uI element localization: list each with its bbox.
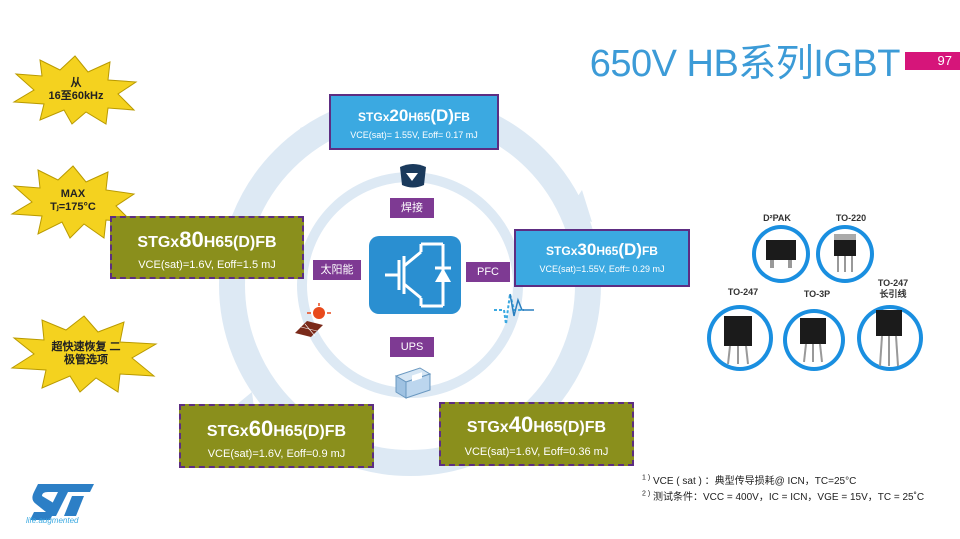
- product-stgx30[interactable]: STGx30H65(D)FB VCE(sat)=1.55V, Eoff= 0.2…: [514, 229, 690, 287]
- app-pfc-label: PFC: [466, 262, 510, 282]
- page-title: 650V HB系列IGBT: [589, 43, 901, 85]
- welding-icon: [400, 164, 426, 188]
- ups-device-icon: [394, 367, 432, 399]
- starburst-frequency: [12, 55, 138, 125]
- product-stgx60[interactable]: STGx60H65(D)FB VCE(sat)=1.6V, Eoff=0.9 m…: [179, 404, 374, 468]
- solar-panel-icon: [295, 303, 331, 337]
- product-stgx40[interactable]: STGx40H65(D)FB VCE(sat)=1.6V, Eoff=0.36 …: [439, 402, 634, 466]
- starburst-diode: [10, 315, 158, 393]
- star-diode-text: 超快速恢复 二 极管选项: [51, 341, 121, 366]
- pkg-to247-long-label: TO-247 长引线: [877, 278, 909, 299]
- packages-graphic: [707, 225, 923, 371]
- pkg-d2pak-label: D²PAK: [763, 213, 791, 223]
- star-frequency-text: 从 16至60kHz: [48, 77, 104, 102]
- igbt-symbol-icon: [369, 236, 461, 314]
- product-stgx80[interactable]: STGx80H65(D)FB VCE(sat)=1.6V, Eoff=1.5 m…: [110, 216, 304, 279]
- starburst-temperature: [10, 165, 136, 239]
- app-welding-label: 焊接: [390, 198, 434, 218]
- pfc-waveform-icon: [494, 293, 534, 325]
- pkg-to3p-label: TO-3P: [803, 289, 831, 299]
- star-temperature-text: MAX Tⱼ=175°C: [50, 188, 96, 213]
- app-ups-label: UPS: [390, 337, 434, 357]
- pkg-to220-label: TO-220: [835, 213, 867, 223]
- pkg-to247-label: TO-247: [727, 287, 759, 297]
- app-solar-label: 太阳能: [313, 260, 361, 280]
- page-number: 97: [905, 52, 960, 70]
- st-logo-icon: [30, 484, 94, 520]
- footnote-2: 2 ) 测试条件：VCC = 400V，IC = ICN，VGE = 15V，T…: [642, 490, 925, 503]
- footnote-1: 1 ) VCE ( sat ) ：典型传导损耗@ ICN，TC=25°C: [642, 474, 857, 487]
- brand-tagline: life.augmented: [26, 516, 79, 525]
- product-stgx20[interactable]: STGx20H65(D)FB VCE(sat)= 1.55V, Eoff= 0.…: [329, 94, 499, 150]
